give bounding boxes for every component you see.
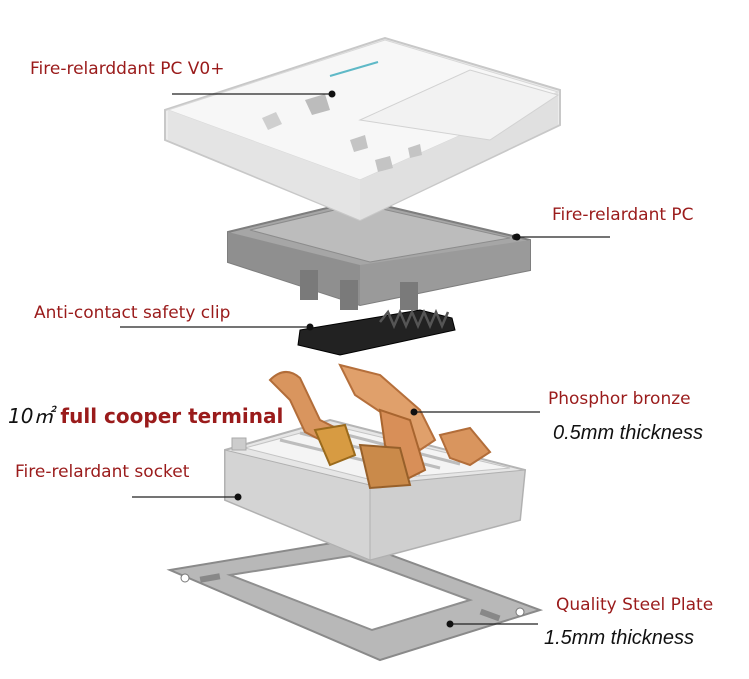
label-socket-material: Fire-relardant socket [15, 462, 190, 482]
label-plate-material: Quality Steel Plate [556, 595, 714, 615]
copper-terminals [268, 363, 492, 490]
label-terminal-text: full cooper terminal [60, 404, 284, 428]
label-plate-thickness: 1.5mm thickness [544, 627, 695, 649]
steel-mounting-plate [166, 538, 544, 662]
safety-clip [297, 308, 456, 356]
label-cover-material: Fire-relarddant PC V0+ [30, 59, 225, 79]
label-safety-clip: Anti-contact safety clip [34, 303, 231, 323]
label-contact-material: Phosphor bronze [548, 389, 691, 409]
label-contact-thickness: 0.5mm thickness [553, 422, 704, 444]
front-panel [164, 36, 561, 222]
leader-cover-dot [328, 90, 336, 98]
leader-socket-dot [234, 493, 242, 501]
leader-lines [120, 90, 610, 628]
leader-contact-dot [410, 408, 418, 416]
label-terminal-prefix: 10㎡ [8, 404, 54, 428]
label-terminal: 10㎡ full cooper terminal [8, 400, 283, 429]
leader-clip-dot [306, 323, 314, 331]
label-frame-material: Fire-relardant PC [552, 205, 694, 225]
gray-inner-frame [227, 198, 531, 310]
leader-frame-dot [513, 233, 521, 241]
leader-plate-dot [446, 620, 454, 628]
